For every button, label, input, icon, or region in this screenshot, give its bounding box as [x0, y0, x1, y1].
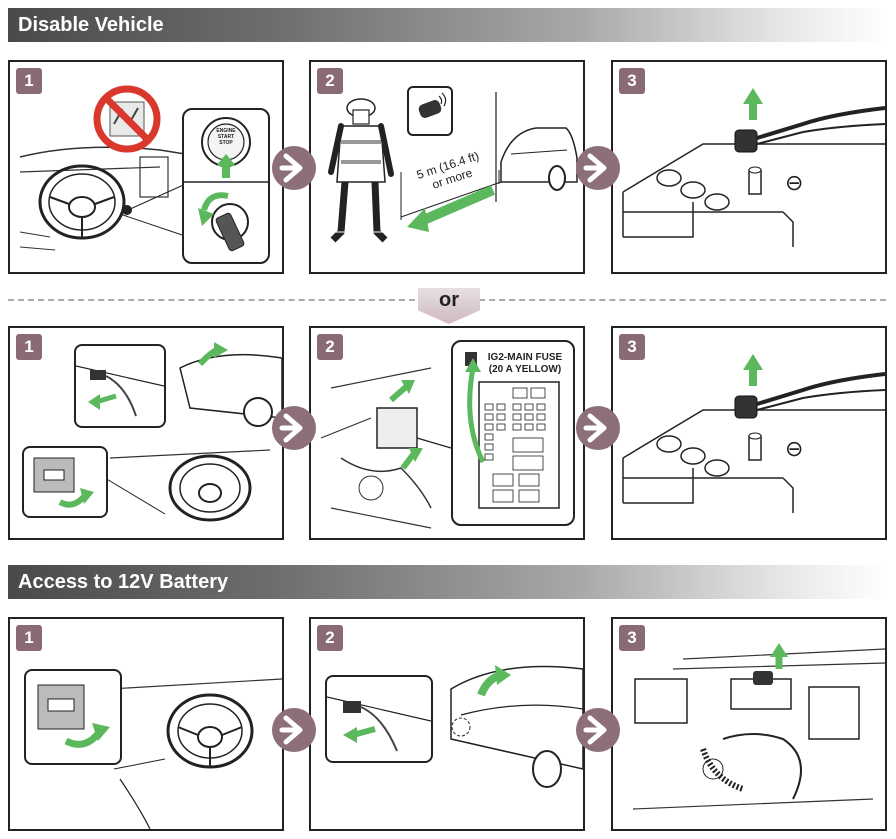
section-title: Access to 12V Battery: [18, 571, 229, 593]
engine-bay-battery-illustration: [632, 643, 885, 810]
hood-latch-callout: [74, 344, 166, 428]
row1-step2-panel: 2 5 m (16.4 ft) or more: [309, 60, 585, 274]
hood-lever-callout: [24, 669, 122, 765]
next-step-arrow-icon: [272, 406, 316, 450]
battery-terminal-illustration: [622, 354, 885, 513]
next-step-arrow-icon: [272, 146, 316, 190]
fuse-box-callout: IG2-MAIN FUSE (20 A YELLOW): [451, 340, 575, 526]
step-number-badge: 2: [317, 334, 343, 360]
step-number-badge: 3: [619, 68, 645, 94]
battery-terminal-illustration: [622, 88, 885, 247]
row1-step1-panel: 1: [8, 60, 284, 274]
next-step-arrow-icon: [576, 708, 620, 752]
or-separator: or: [418, 288, 480, 324]
negative-terminal-icon: ⊖: [785, 170, 804, 195]
next-step-arrow-icon: [272, 708, 316, 752]
step-number-badge: 2: [317, 625, 343, 651]
step-number-badge: 3: [619, 334, 645, 360]
negative-terminal-icon: ⊖: [785, 436, 804, 461]
fuse-label: IG2-MAIN FUSE (20 A YELLOW): [487, 352, 563, 375]
engine-start-button-text: ENGINE START STOP: [216, 128, 236, 146]
step-number-badge: 2: [317, 68, 343, 94]
prohibited-icon: [93, 85, 161, 153]
or-label: or: [439, 289, 459, 311]
row2-step1-panel: 1: [8, 326, 284, 540]
hood-release-illustration: [104, 342, 282, 522]
row3-step2-panel: 2: [309, 617, 585, 831]
row1-step3-panel: 3 ⊖: [611, 60, 887, 274]
section-header-disable-vehicle: Disable Vehicle: [8, 8, 886, 42]
hood-lever-illustration: [109, 678, 282, 829]
engine-bay-fuse-illustration: [320, 367, 452, 529]
step-number-badge: 3: [619, 625, 645, 651]
row2-step3-panel: 3 ⊖: [611, 326, 887, 540]
start-button-callout: ENGINE START STOP: [182, 108, 270, 264]
step-number-badge: 1: [16, 68, 42, 94]
row3-step1-panel: 1: [8, 617, 284, 831]
next-step-arrow-icon: [576, 406, 620, 450]
hood-lever-callout: [22, 446, 108, 518]
step-number-badge: 1: [16, 334, 42, 360]
smart-key-icon: [407, 86, 453, 136]
step-number-badge: 1: [16, 625, 42, 651]
hood-latch-callout: [325, 675, 433, 763]
next-step-arrow-icon: [576, 146, 620, 190]
section-title: Disable Vehicle: [18, 14, 164, 36]
row2-step2-panel: 2: [309, 326, 585, 540]
dashboard-illustration: [19, 146, 191, 251]
section-header-access-battery: Access to 12V Battery: [8, 565, 886, 599]
row3-step3-panel: 3: [611, 617, 887, 831]
hood-open-illustration: [450, 665, 583, 788]
